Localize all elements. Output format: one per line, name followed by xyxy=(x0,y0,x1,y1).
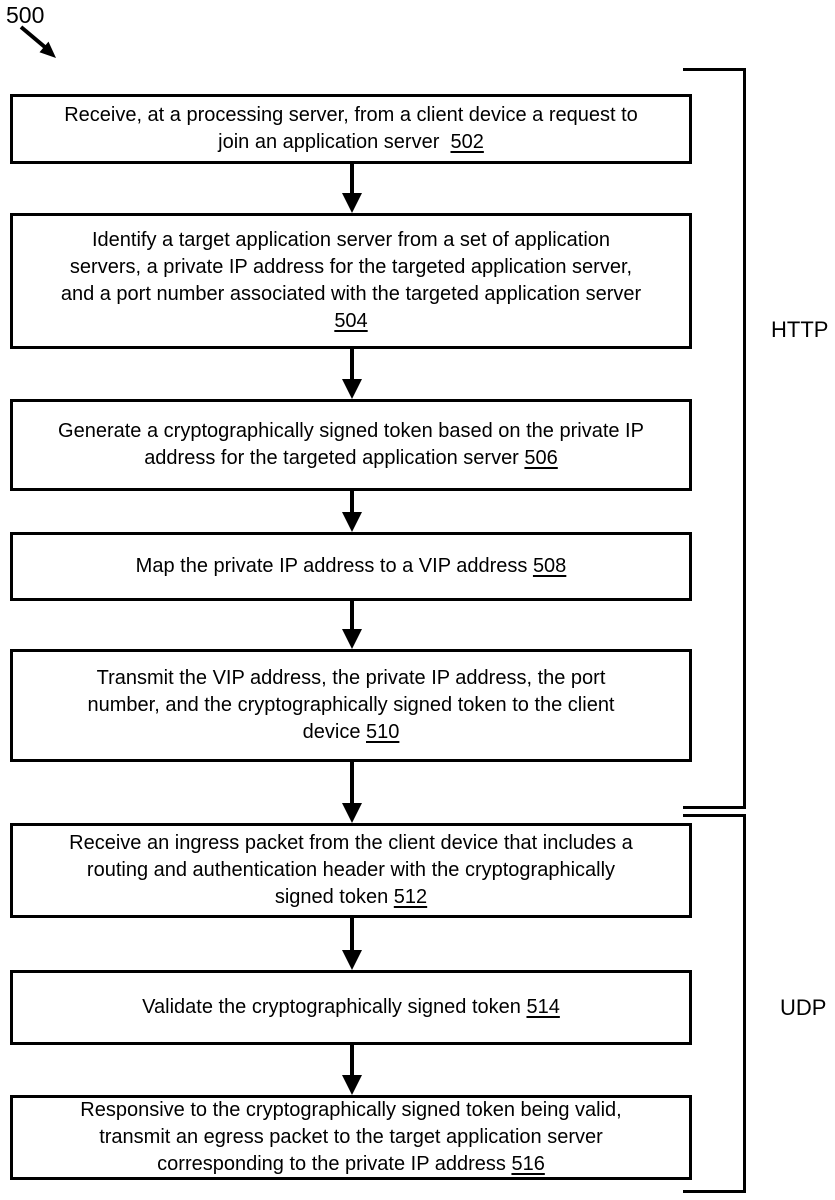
step-ref-numeral: 516 xyxy=(511,1153,545,1175)
arrow-line xyxy=(350,918,354,951)
step-box-502: Receive, at a processing server, from a … xyxy=(10,94,692,164)
arrow-head-icon xyxy=(342,950,362,970)
arrow-head-icon xyxy=(342,193,362,213)
step-box-508: Map the private IP address to a VIP addr… xyxy=(10,532,692,601)
arrow-head-icon xyxy=(342,803,362,823)
arrow-line xyxy=(350,762,354,804)
step-box-506: Generate a cryptographically signed toke… xyxy=(10,399,692,491)
step-ref-numeral: 504 xyxy=(334,310,368,332)
step-ref-numeral: 508 xyxy=(532,555,567,577)
step-box-512: Receive an ingress packet from the clien… xyxy=(10,823,692,918)
step-ref-numeral: 506 xyxy=(524,447,558,469)
step-box-510: Transmit the VIP address, the private IP… xyxy=(10,649,692,762)
arrow-line xyxy=(350,349,354,380)
arrow-line xyxy=(350,1045,354,1076)
udp-phase-label: UDP xyxy=(780,995,827,1020)
arrow-line xyxy=(350,164,354,194)
figure-number: 500 xyxy=(6,2,45,28)
step-box-516: Responsive to the cryptographically sign… xyxy=(10,1095,692,1180)
step-text: Identify a target application server fro… xyxy=(60,229,642,332)
http-bracket xyxy=(683,68,746,809)
step-text: Generate a cryptographically signed toke… xyxy=(58,420,644,469)
http-phase-label: HTTP xyxy=(771,317,829,342)
step-text: Receive an ingress packet from the clien… xyxy=(69,832,633,908)
step-text: Receive, at a processing server, from a … xyxy=(64,104,638,153)
step-text: Transmit the VIP address, the private IP… xyxy=(87,667,615,743)
arrow-line xyxy=(350,491,354,513)
step-ref-numeral: 514 xyxy=(526,996,560,1018)
step-ref-numeral: 502 xyxy=(450,131,484,153)
step-box-504: Identify a target application server fro… xyxy=(10,213,692,349)
arrow-head-icon xyxy=(342,379,362,399)
arrow-head-icon xyxy=(342,629,362,649)
step-box-514: Validate the cryptographically signed to… xyxy=(10,970,692,1045)
udp-bracket xyxy=(683,814,746,1193)
step-text: Validate the cryptographically signed to… xyxy=(142,996,560,1018)
step-text: Responsive to the cryptographically sign… xyxy=(80,1099,622,1175)
step-ref-numeral: 510 xyxy=(366,721,400,743)
arrow-line xyxy=(350,601,354,630)
arrow-head-icon xyxy=(342,512,362,532)
arrow-head-icon xyxy=(342,1075,362,1095)
step-ref-numeral: 512 xyxy=(393,886,428,908)
step-text: Map the private IP address to a VIP addr… xyxy=(135,555,567,577)
figure-pointer-arrow xyxy=(19,25,56,58)
